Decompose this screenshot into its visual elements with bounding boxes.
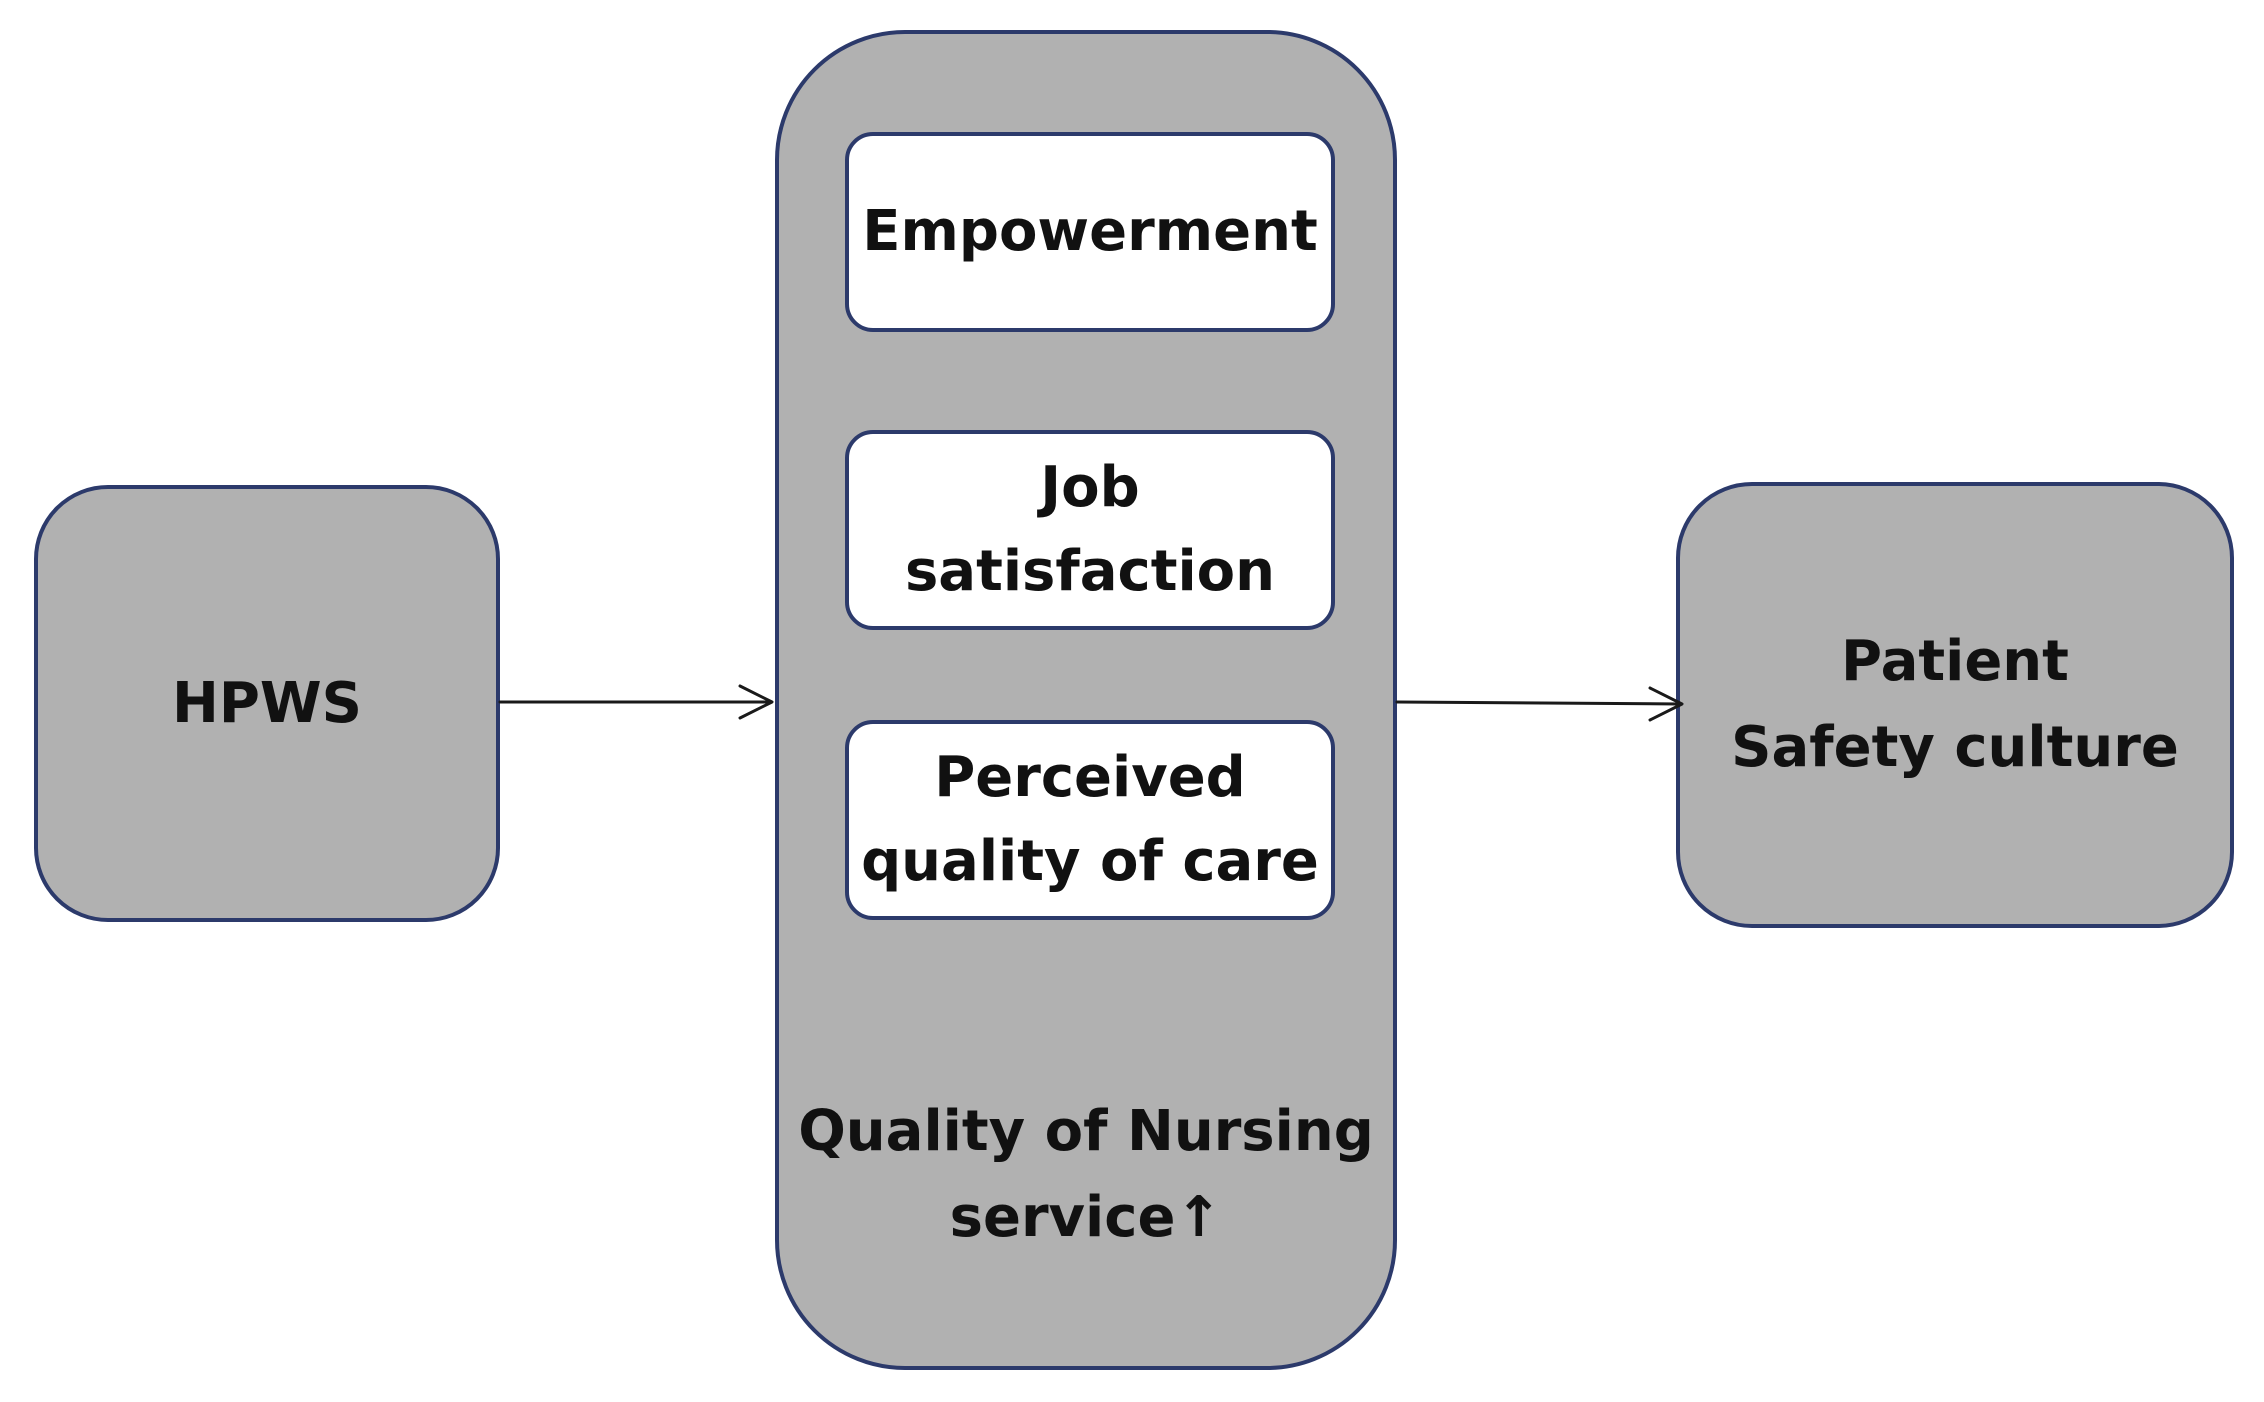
empowerment-label: Empowerment: [862, 199, 1318, 264]
perceived-quality-of-care-node: Perceived quality of care: [845, 720, 1335, 920]
job-satisfaction-node: Job satisfaction: [845, 430, 1335, 630]
quality-of-nursing-service-label: Quality of Nursing service↑: [779, 1089, 1393, 1261]
arrow-quality-to-patient: [1395, 686, 1684, 722]
patient-label-line2: Safety culture: [1731, 715, 2179, 780]
quality-label-line1: Quality of Nursing: [798, 1099, 1374, 1164]
patient-safety-culture-node: Patient Safety culture: [1676, 482, 2234, 928]
perceived-label-line1: Perceived: [934, 745, 1246, 810]
empowerment-node: Empowerment: [845, 132, 1335, 332]
patient-label-line1: Patient: [1841, 629, 2069, 694]
patient-safety-culture-label: Patient Safety culture: [1731, 619, 2179, 791]
quality-of-nursing-service-node: Empowerment Job satisfaction Perceived q…: [775, 30, 1397, 1370]
hpws-node: HPWS: [34, 485, 500, 922]
arrow-hpws-to-quality: [498, 684, 774, 720]
quality-label-line2: service↑: [949, 1185, 1223, 1250]
perceived-label-line2: quality of care: [861, 829, 1319, 894]
hpws-label: HPWS: [171, 671, 362, 736]
job-satisfaction-label: Job satisfaction: [904, 455, 1276, 604]
perceived-quality-of-care-label: Perceived quality of care: [861, 736, 1319, 904]
